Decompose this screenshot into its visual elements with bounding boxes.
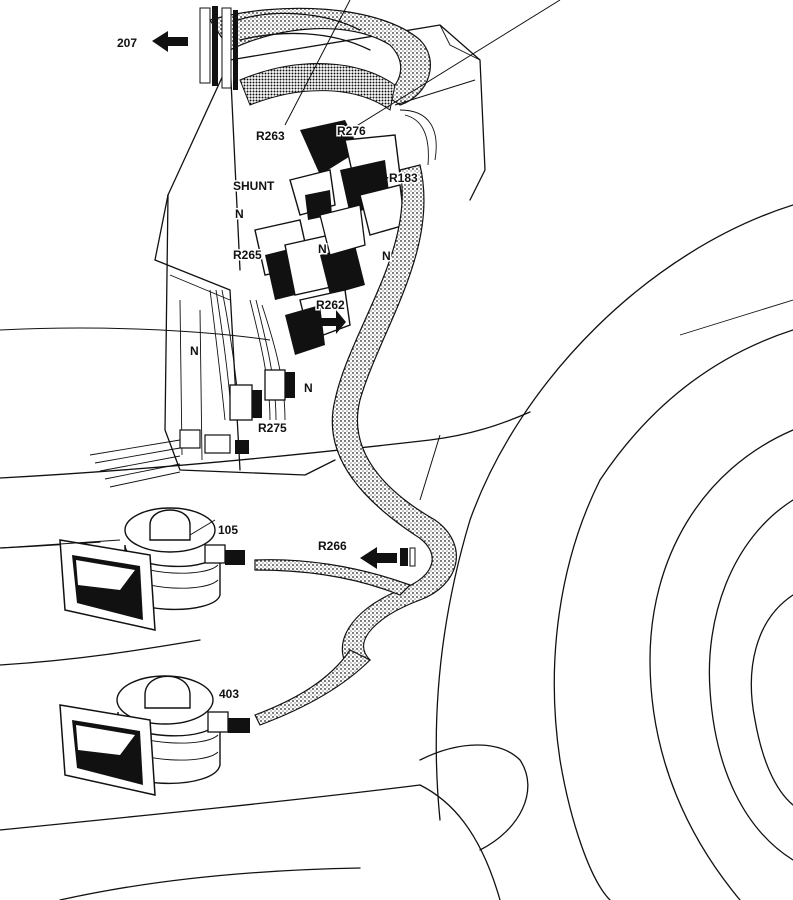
label-r266: R266	[318, 539, 347, 553]
label-207: 207	[117, 36, 137, 50]
label-shunt: SHUNT	[233, 179, 275, 193]
arrow-left-icon	[152, 31, 188, 52]
arrow-down-icon	[318, 310, 346, 334]
arrow-left-icon	[360, 547, 397, 569]
horn-upper	[59, 507, 245, 631]
component-labels: 207 R263 R276 R183 SHUNT N N N R265 R262…	[117, 36, 420, 703]
harness-top	[199, 6, 431, 111]
label-r263: R263	[256, 129, 285, 143]
label-r183: R183	[389, 171, 418, 185]
label-r276: R276	[337, 124, 366, 138]
label-n-2: N	[318, 242, 327, 256]
label-r275: R275	[258, 421, 287, 435]
leader-lines	[0, 0, 561, 549]
label-r265: R265	[233, 248, 262, 262]
label-r262: R262	[316, 298, 345, 312]
vehicle-body	[0, 204, 793, 900]
horn-lower	[59, 675, 250, 796]
harness-down	[254, 164, 457, 726]
relay-box-housing	[154, 24, 486, 476]
label-403: 403	[219, 687, 239, 701]
label-n-4: N	[190, 344, 199, 358]
label-n-5: N	[304, 381, 313, 395]
relay-cluster	[89, 109, 437, 488]
label-105: 105	[218, 523, 238, 537]
label-n-1: N	[235, 207, 244, 221]
label-n-3: N	[382, 249, 391, 263]
